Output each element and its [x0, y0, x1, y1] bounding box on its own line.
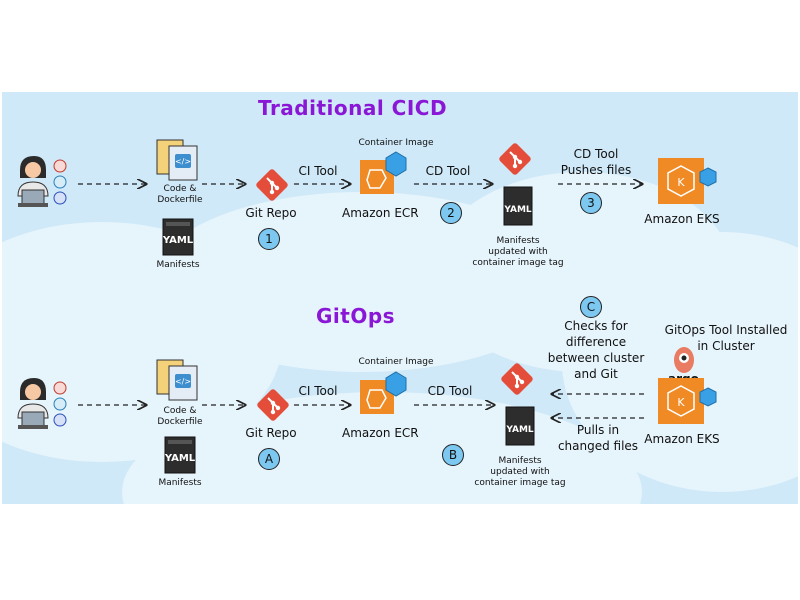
amazon-ecr-label: Amazon ECR	[342, 426, 419, 440]
code-files-icon: </>	[156, 139, 198, 181]
amazon-eks-icon: K	[658, 378, 717, 424]
code-dockerfile-label: Code & Dockerfile	[157, 406, 203, 427]
amazon-eks-icon: K	[658, 158, 717, 204]
checks-difference-label: Checks for difference between cluster an…	[547, 319, 645, 381]
step-badge-3: 3	[580, 192, 602, 214]
yaml-file-icon: YAML	[505, 406, 535, 446]
developer-icon	[17, 156, 67, 207]
code-dockerfile-label: Code & Dockerfile	[157, 184, 203, 205]
section-title-gitops: GitOps	[316, 304, 396, 328]
yaml-text: YAML	[164, 453, 196, 464]
yaml-file-icon: YAML	[503, 186, 533, 226]
yaml-text: YAML	[162, 235, 194, 246]
container-image-label: Container Image	[358, 138, 434, 148]
step-badge-b: B	[442, 444, 464, 466]
svg-text:</>: </>	[175, 157, 191, 166]
yaml-text: YAML	[503, 205, 532, 215]
developer-icon	[17, 378, 67, 429]
step-badge-2: 2	[440, 202, 462, 224]
cd-tool-label: CD Tool	[427, 384, 473, 398]
yaml-file-icon: YAML	[162, 218, 194, 256]
cd-tool-label: CD Tool	[425, 164, 471, 178]
amazon-eks-label: Amazon EKS	[644, 212, 720, 226]
argo-mascot-icon	[674, 347, 694, 373]
step-badge-c: C	[580, 296, 602, 318]
git-repo-icon	[257, 389, 289, 421]
yaml-file-icon: YAML	[164, 436, 196, 474]
git-repo-label: Git Repo	[245, 206, 297, 220]
git-repo-icon	[501, 363, 533, 395]
pulls-changed-label: Pulls in changed files	[557, 423, 639, 453]
manifests-updated-label: Manifests updated with container image t…	[472, 236, 564, 268]
manifests-updated-label: Manifests updated with container image t…	[474, 456, 566, 488]
ci-tool-label: CI Tool	[298, 384, 338, 398]
git-repo-icon	[256, 169, 288, 201]
manifests-label: Manifests	[158, 478, 202, 488]
ci-tool-label: CI Tool	[298, 164, 338, 178]
amazon-eks-label: Amazon EKS	[644, 432, 720, 446]
svg-text:K: K	[677, 176, 685, 189]
git-repo-label: Git Repo	[245, 426, 297, 440]
amazon-ecr-label: Amazon ECR	[342, 206, 419, 220]
git-repo-icon	[499, 143, 531, 175]
svg-text:K: K	[677, 396, 685, 409]
step-badge-a: A	[258, 448, 280, 470]
yaml-text: YAML	[505, 425, 534, 435]
cd-pushes-label: CD Tool Pushes files	[560, 147, 632, 177]
step-badge-1: 1	[258, 228, 280, 250]
manifests-label: Manifests	[156, 260, 200, 270]
gitops-tool-label: GitOps Tool Installed in Cluster	[664, 323, 788, 353]
section-title-cicd: Traditional CICD	[258, 96, 448, 120]
container-image-label: Container Image	[358, 357, 434, 367]
code-files-icon: </>	[156, 359, 198, 401]
amazon-ecr-icon	[360, 151, 407, 194]
svg-text:</>: </>	[175, 377, 191, 386]
amazon-ecr-icon	[360, 371, 407, 414]
